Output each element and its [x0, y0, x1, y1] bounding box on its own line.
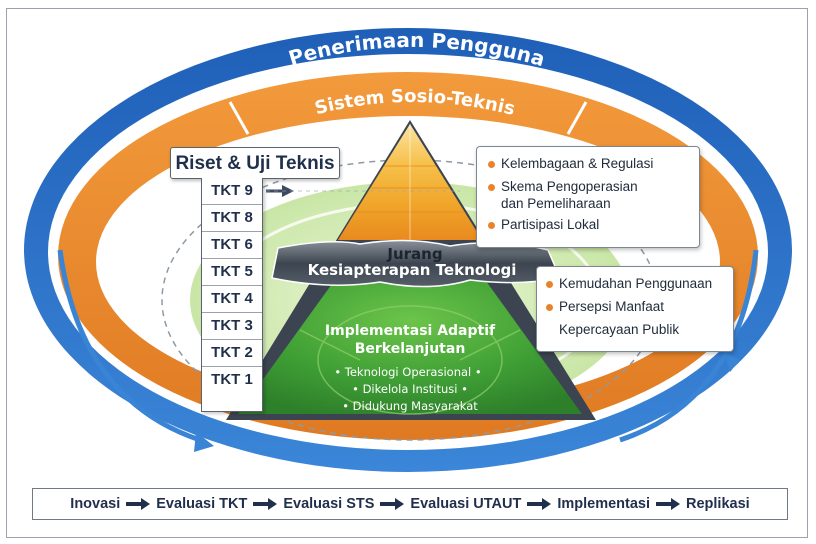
process-flow-bar: Inovasi Evaluasi TKT Evaluasi STS Evalua…	[32, 488, 788, 520]
tkt-level: TKT 5	[202, 259, 262, 286]
core-point-1: • Teknologi Operasional •	[334, 365, 481, 379]
ring-separators	[228, 101, 588, 135]
tkt-level: TKT 8	[202, 205, 262, 232]
figure-frame	[6, 8, 808, 538]
flow-arrow-icon	[253, 498, 278, 510]
core-title-line2: Berkelanjutan	[355, 341, 466, 357]
left-flow-arrow	[57, 249, 201, 443]
flow-step: Inovasi	[70, 496, 121, 512]
riset-title: Riset & Uji Teknis	[170, 147, 340, 179]
flow-arrow-icon	[126, 498, 151, 510]
tkt-level: TKT 1	[211, 371, 253, 388]
tkt-level-list: TKT 9 TKT 8 TKT 6 TKT 5 TKT 4 TKT 3 TKT …	[201, 178, 263, 412]
flow-step: Evaluasi STS	[283, 496, 375, 512]
right-flow-arrow	[619, 249, 759, 443]
utaut-factors-box: Kemudahan Penggunaan Persepsi Manfaat Ke…	[536, 266, 734, 352]
flow-arrow-icon	[656, 498, 681, 510]
flow-arrow-icon	[380, 498, 405, 510]
flow-step: Evaluasi UTAUT	[410, 496, 522, 512]
flow-step: Implementasi	[557, 496, 651, 512]
sts-item-line2: dan Pemeliharaan	[501, 196, 611, 211]
utaut-item: Persepsi Manfaat	[545, 298, 725, 315]
core-point-3: • Didukung Masyarakat	[342, 399, 478, 413]
utaut-item: Kemudahan Penggunaan	[545, 275, 725, 292]
gap-label-line1: Jurang	[386, 245, 442, 263]
sts-item: Kelembagaan & Regulasi	[487, 155, 691, 172]
tkt-level: TKT 3	[202, 313, 262, 340]
sts-item-line1: Skema Pengoperasian	[501, 179, 638, 194]
tkt-level: TKT 4	[202, 286, 262, 313]
right-arrow-head	[724, 352, 740, 372]
core-grid	[299, 305, 521, 415]
flow-arrow-icon	[527, 498, 552, 510]
sts-item: Skema Pengoperasian dan Pemeliharaan	[487, 178, 691, 212]
core-point-2: • Dikelola Institusi •	[352, 382, 468, 396]
utaut-item: Kepercayaan Publik	[559, 322, 680, 337]
flow-step: Replikasi	[686, 496, 750, 512]
tkt-level: TKT 6	[202, 232, 262, 259]
flow-step: Evaluasi TKT	[156, 496, 248, 512]
sts-factors-box: Kelembagaan & Regulasi Skema Pengoperasi…	[476, 146, 700, 248]
left-arrow-head	[194, 432, 214, 452]
tkt9-arrow-head	[282, 185, 294, 197]
sts-item: Partisipasi Lokal	[487, 216, 691, 233]
gap-label-line2: Kesiapterapan Teknologi	[308, 261, 517, 279]
tkt-level: TKT 9	[202, 178, 262, 205]
tkt-level: TKT 2	[202, 340, 262, 367]
core-title-line1: Implementasi Adaptif	[325, 323, 496, 339]
